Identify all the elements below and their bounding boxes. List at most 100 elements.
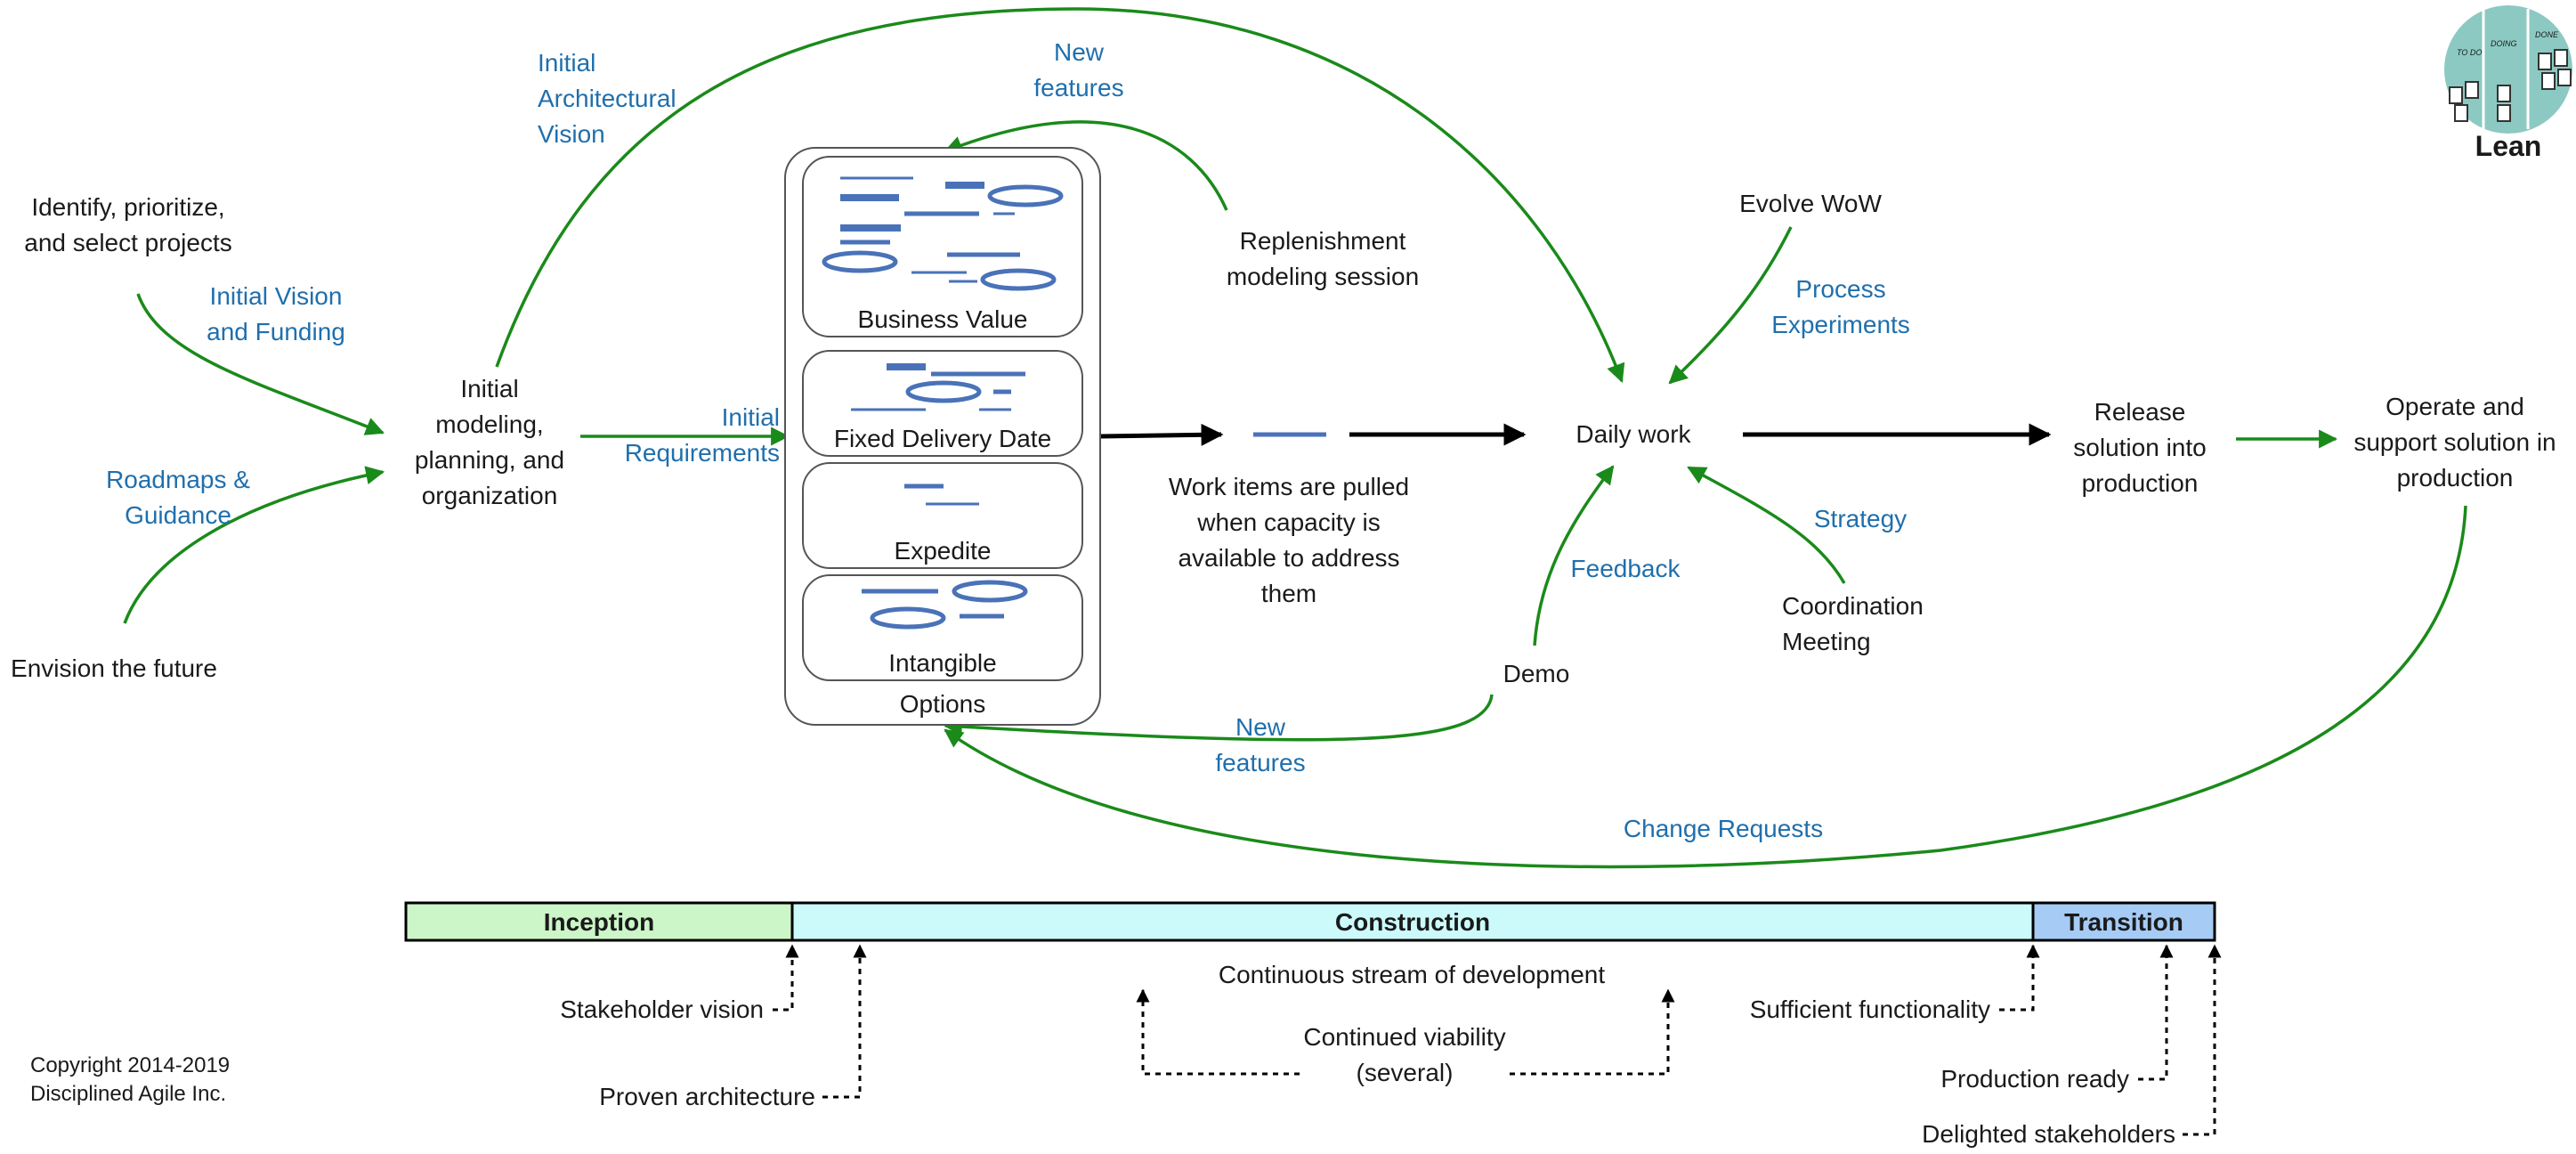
milestone-continuous-stream: Continuous stream of development <box>1219 961 1605 988</box>
phase-construction <box>790 901 2035 942</box>
strategy-label: Strategy <box>1814 505 1907 532</box>
arrow-new-features-top <box>944 120 1228 211</box>
card-decorations <box>822 176 1064 630</box>
arrow-options-to-items <box>1099 423 1224 446</box>
card-intangible <box>802 574 1083 681</box>
work-items-line-2: when capacity is <box>1196 508 1380 536</box>
logo-board-done: DONE <box>2535 30 2559 39</box>
initial-modeling-line-1: Initial <box>460 375 518 402</box>
milestone-continued-viability-line-1: Continued viability <box>1303 1023 1505 1051</box>
card-business-value-label: Business Value <box>858 305 1028 333</box>
initial-modeling-line-2: modeling, <box>435 410 543 438</box>
roadmaps-line-2: Guidance <box>125 501 231 529</box>
operate-line-3: production <box>2397 464 2514 492</box>
lean-logo: TO DO DOING DONE Lean <box>2444 5 2572 162</box>
operate-line-1: Operate and <box>2386 393 2524 420</box>
arrow-change-requests <box>944 505 2467 869</box>
card-expedite-label: Expedite <box>895 537 992 565</box>
phase-transition-label: Transition <box>2064 908 2183 936</box>
card-business-value <box>802 156 1083 337</box>
operate-line-2: support solution in <box>2353 428 2556 456</box>
input-labels: Identify, prioritize, and select project… <box>11 193 345 682</box>
black-flow-arrows <box>1099 423 2052 446</box>
arrow-initial-vision <box>136 293 385 435</box>
replenishment-line-2: modeling session <box>1227 263 1419 290</box>
initial-requirements-line-2: Requirements <box>625 439 780 467</box>
coordination-line-1: Coordination <box>1782 592 1924 620</box>
process-experiments-line-2: Experiments <box>1771 311 1910 338</box>
release-line-2: solution into <box>2073 434 2206 461</box>
milestone-proven-architecture: Proven architecture <box>599 1083 815 1110</box>
initial-modeling-label: Initial modeling, planning, and organiza… <box>415 375 564 509</box>
connector-stakeholder-vision <box>773 944 799 1012</box>
envision-future: Envision the future <box>11 654 217 682</box>
logo-label: Lean <box>2475 130 2542 162</box>
daily-work: Daily work <box>1576 420 1691 448</box>
logo-board-doing: DOING <box>2491 39 2517 48</box>
phase-inception-label: Inception <box>544 908 654 936</box>
options-title: Options <box>900 690 986 718</box>
milestone-production-ready: Production ready <box>1940 1065 2129 1093</box>
milestone-connectors <box>773 944 2222 1136</box>
milestone-continued-viability-line-2: (several) <box>1357 1059 1454 1086</box>
arch-vision-line-2: Architectural <box>538 85 676 112</box>
new-features-bottom-line-1: New <box>1235 713 1286 741</box>
release-line-1: Release <box>2094 398 2186 426</box>
work-items-line-1: Work items are pulled <box>1169 473 1409 500</box>
connector-viability-right <box>1510 988 1675 1076</box>
copyright-line-1: Copyright 2014-2019 <box>30 1053 230 1077</box>
connector-production-ready <box>2138 944 2174 1081</box>
connector-proven-architecture <box>822 944 867 1099</box>
card-fixed-delivery-date-label: Fixed Delivery Date <box>834 425 1051 452</box>
work-items-line-4: them <box>1261 580 1316 607</box>
initial-vision-line-2: and Funding <box>207 318 345 345</box>
new-features-top-line-1: New <box>1054 38 1105 66</box>
arrow-new-features-bottom <box>943 694 1494 742</box>
evolve-wow: Evolve WoW <box>1739 190 1882 217</box>
logo-board-todo: TO DO <box>2457 48 2482 57</box>
new-features-top-line-2: features <box>1033 74 1123 102</box>
demo-label: Demo <box>1503 660 1570 687</box>
initial-architectural-vision-label: Initial Architectural Vision <box>538 49 676 148</box>
connector-viability-left <box>1136 988 1300 1076</box>
identify-line-1: Identify, prioritize, <box>31 193 224 221</box>
work-items-label: Work items are pulled when capacity is a… <box>1169 473 1409 607</box>
initial-requirements-line-1: Initial <box>722 403 780 431</box>
milestone-sufficient-functionality: Sufficient functionality <box>1750 996 1990 1023</box>
milestone-stakeholder-vision: Stakeholder vision <box>560 996 764 1023</box>
arrow-evolve-wow <box>1668 226 1793 385</box>
milestone-delighted-stakeholders: Delighted stakeholders <box>1922 1120 2175 1148</box>
arrow-roadmaps <box>123 466 385 624</box>
connector-delighted-stakeholders <box>2183 944 2222 1136</box>
release-line-3: production <box>2082 469 2199 497</box>
phase-bar: Inception Construction Transition <box>404 901 2216 942</box>
replenishment-line-1: Replenishment <box>1240 227 1406 255</box>
process-experiments-line-1: Process <box>1795 275 1885 303</box>
change-requests-label: Change Requests <box>1624 815 1823 842</box>
connector-sufficient-functionality <box>1999 944 2040 1012</box>
phase-transition <box>2031 901 2216 942</box>
initial-vision-line-1: Initial Vision <box>210 282 343 310</box>
initial-modeling-line-3: planning, and <box>415 446 564 474</box>
options-container: Business Value Fixed Delivery Date Exped… <box>784 147 1101 726</box>
arch-vision-line-1: Initial <box>538 49 595 77</box>
card-expedite <box>802 462 1083 569</box>
new-features-bottom-line-2: features <box>1215 749 1305 776</box>
milestone-labels: Stakeholder vision Proven architecture C… <box>560 961 2175 1148</box>
coordination-line-2: Meeting <box>1782 628 1871 655</box>
arrow-feedback <box>1533 465 1615 646</box>
green-arrows <box>123 7 2467 869</box>
arch-vision-line-3: Vision <box>538 120 605 148</box>
roadmaps-line-1: Roadmaps & <box>106 466 250 493</box>
identify-line-2: and select projects <box>24 229 231 256</box>
logo-circle <box>2444 5 2572 134</box>
phase-construction-label: Construction <box>1335 908 1490 936</box>
arrow-strategy <box>1687 466 1846 584</box>
copyright-line-2: Disciplined Agile Inc. <box>30 1082 226 1106</box>
feedback-label: Feedback <box>1571 555 1681 582</box>
card-fixed-delivery-date <box>802 350 1083 457</box>
arrow-architectural-vision <box>495 7 1625 383</box>
card-intangible-label: Intangible <box>888 649 996 677</box>
work-items-line-3: available to address <box>1178 544 1399 572</box>
